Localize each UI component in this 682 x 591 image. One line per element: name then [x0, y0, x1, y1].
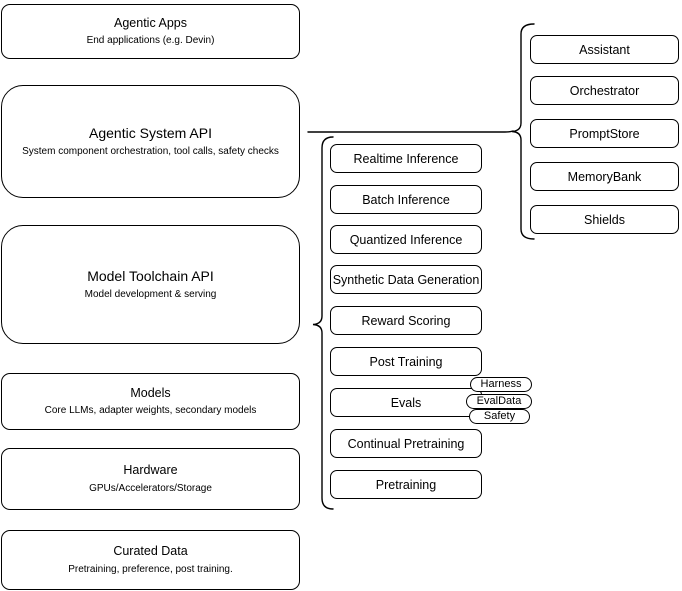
- node-post-training[interactable]: Post Training: [330, 347, 482, 376]
- node-pretraining[interactable]: Pretraining: [330, 470, 482, 499]
- agentic-system-connector-line: [307, 130, 514, 133]
- layer-model-toolchain-api[interactable]: Model Toolchain API Model development & …: [1, 225, 300, 344]
- node-quantized-inference[interactable]: Quantized Inference: [330, 225, 482, 254]
- layer-subtitle: End applications (e.g. Devin): [86, 35, 215, 47]
- node-memorybank[interactable]: MemoryBank: [530, 162, 679, 191]
- tag-harness[interactable]: Harness: [470, 377, 532, 392]
- layer-title: Agentic Apps: [114, 15, 187, 30]
- node-realtime-inference[interactable]: Realtime Inference: [330, 144, 482, 173]
- layer-subtitle: System component orchestration, tool cal…: [22, 146, 279, 158]
- layer-title: Agentic System API: [89, 124, 212, 141]
- layer-title: Curated Data: [113, 544, 188, 559]
- node-evals[interactable]: Evals: [330, 388, 482, 417]
- node-reward-scoring[interactable]: Reward Scoring: [330, 306, 482, 335]
- tag-safety[interactable]: Safety: [469, 409, 530, 424]
- layer-models[interactable]: Models Core LLMs, adapter weights, secon…: [1, 373, 300, 430]
- layer-subtitle: Core LLMs, adapter weights, secondary mo…: [44, 405, 257, 417]
- node-assistant[interactable]: Assistant: [530, 35, 679, 64]
- node-orchestrator[interactable]: Orchestrator: [530, 76, 679, 105]
- agentic-system-bracket: [511, 23, 535, 240]
- node-shields[interactable]: Shields: [530, 205, 679, 234]
- layer-subtitle: GPUs/Accelerators/Storage: [89, 482, 212, 494]
- node-batch-inference[interactable]: Batch Inference: [330, 185, 482, 214]
- layer-title: Model Toolchain API: [87, 267, 214, 284]
- layer-title: Models: [130, 385, 171, 400]
- node-promptstore[interactable]: PromptStore: [530, 119, 679, 148]
- layer-subtitle: Model development & serving: [84, 289, 217, 301]
- node-synthetic-data-generation[interactable]: Synthetic Data Generation: [330, 265, 482, 294]
- layer-title: Hardware: [123, 463, 178, 478]
- layer-agentic-system-api[interactable]: Agentic System API System component orch…: [1, 85, 300, 198]
- model-toolchain-bracket: [312, 136, 334, 510]
- layer-hardware[interactable]: Hardware GPUs/Accelerators/Storage: [1, 448, 300, 510]
- layer-agentic-apps[interactable]: Agentic Apps End applications (e.g. Devi…: [1, 4, 300, 59]
- node-continual-pretraining[interactable]: Continual Pretraining: [330, 429, 482, 458]
- layer-curated-data[interactable]: Curated Data Pretraining, preference, po…: [1, 530, 300, 590]
- layer-subtitle: Pretraining, preference, post training.: [68, 563, 233, 575]
- tag-evaldata[interactable]: EvalData: [466, 394, 532, 409]
